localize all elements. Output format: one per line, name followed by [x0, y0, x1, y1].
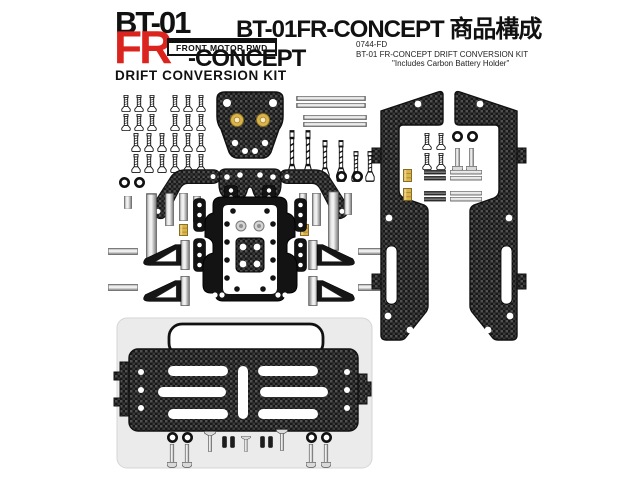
suspension-arm — [108, 276, 190, 306]
product-info: 0744-FD BT-01 FR-CONCEPT DRIFT CONVERSIO… — [356, 40, 528, 69]
logo-fr: FR — [114, 21, 172, 73]
tapping-screw-set-a — [121, 95, 206, 131]
front-shock-tower — [216, 91, 284, 159]
side-frame-plate-left — [371, 90, 444, 341]
item-note: "Includes Carbon Battery Holder" — [392, 59, 510, 68]
logo-kit-line: DRIFT CONVERSION KIT — [115, 68, 287, 83]
side-frame-plate-right — [454, 90, 527, 341]
suspension-shafts — [296, 96, 367, 127]
carbon-battery-plate — [113, 348, 372, 432]
logo-concept: -CONCEPT — [188, 45, 306, 72]
front-motor-rwd-badge: FRONT MOTOR RWD — [167, 38, 277, 56]
page-title: BT-01FR-CONCEPT 商品構成 — [236, 16, 542, 43]
brass-spacer — [403, 169, 412, 182]
metal-bushing — [235, 220, 265, 232]
side-plate-hardware — [403, 131, 482, 202]
suspension-arm — [308, 240, 388, 270]
brass-bushing — [256, 113, 270, 127]
brass-spacer — [179, 224, 188, 236]
motor-mount-chassis-plate — [193, 185, 307, 302]
logo-bt01: BT-01 — [115, 5, 191, 40]
battery-holder-panel — [113, 317, 373, 469]
brass-spacer — [403, 188, 412, 201]
item-name: BT-01 FR-CONCEPT DRIFT CONVERSION KIT — [356, 49, 529, 59]
tapping-screw-set-b — [131, 133, 206, 173]
item-code: 0744-FD — [356, 40, 388, 49]
brass-bushing — [230, 113, 244, 127]
